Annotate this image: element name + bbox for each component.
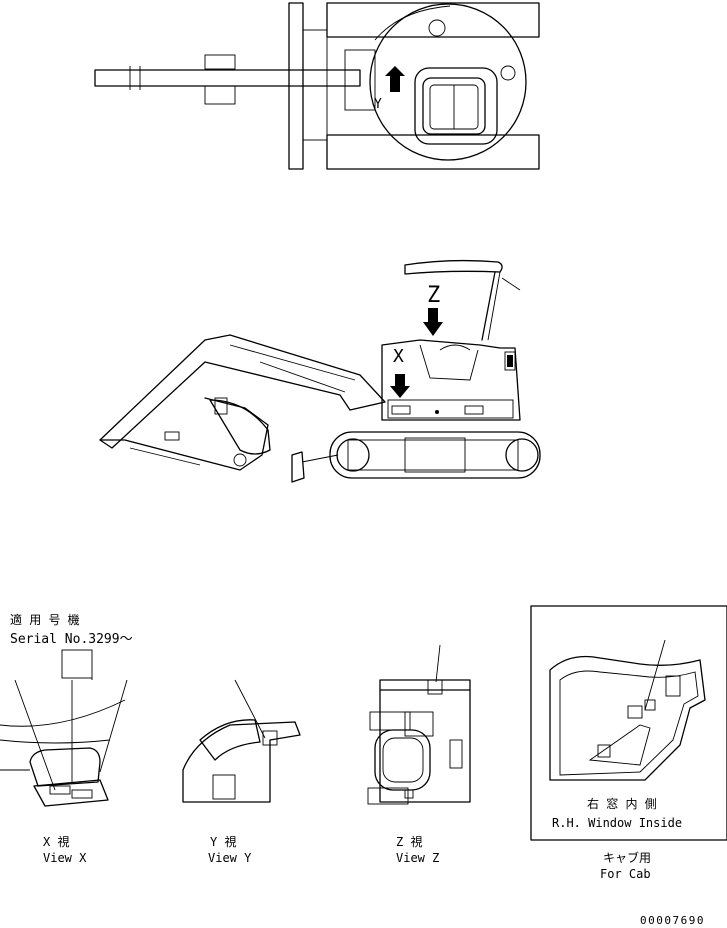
- view-x-en: View X: [43, 851, 87, 865]
- cab-caption-jp: キャブ用: [603, 850, 651, 865]
- view-y-jp: Y 視: [210, 834, 236, 849]
- side-view-label-z: Z: [427, 283, 440, 308]
- serial-note-applicable: 適 用 号 機: [10, 612, 80, 627]
- cab-detail-jp: 右 窓 内 側: [587, 796, 657, 811]
- view-x-detail: X 視 View X: [0, 678, 128, 865]
- view-y-detail: Y 視 View Y: [182, 679, 301, 865]
- drawing-number: 00007690: [640, 914, 705, 927]
- side-view-machine: Z X: [99, 259, 541, 483]
- view-z-detail: Z 視 View Z: [367, 644, 471, 865]
- cab-detail-en: R.H. Window Inside: [552, 816, 682, 830]
- top-view-machine: Y: [94, 2, 540, 170]
- cab-detail: 右 窓 内 側 R.H. Window Inside キャブ用 For Cab: [530, 605, 727, 881]
- view-z-jp: Z 視: [396, 834, 422, 849]
- side-view-label-x: X: [393, 346, 404, 367]
- serial-note: 適 用 号 機 Serial No.3299～: [10, 612, 133, 679]
- view-z-en: View Z: [396, 851, 439, 865]
- top-view-label-y: Y: [374, 97, 382, 112]
- view-x-jp: X 視: [43, 834, 69, 849]
- cab-caption-en: For Cab: [600, 867, 651, 881]
- serial-note-serial: Serial No.3299～: [10, 632, 133, 647]
- view-y-en: View Y: [208, 851, 252, 865]
